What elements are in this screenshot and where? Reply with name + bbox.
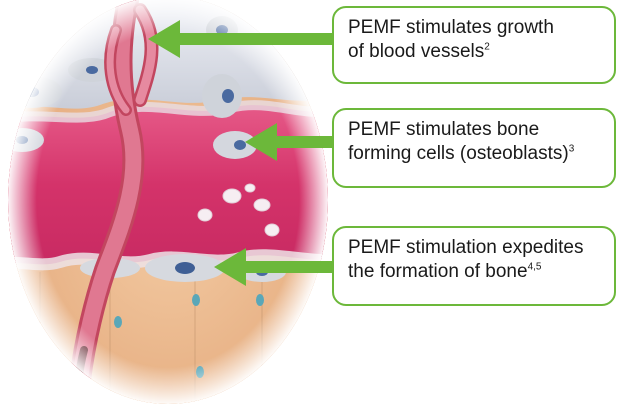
callout-2-line-2-text: forming cells (osteoblasts) (348, 143, 569, 164)
callout-3-line-1: PEMF stimulation expedites (348, 236, 602, 260)
callout-1-line-1: PEMF stimulates growth (348, 16, 602, 40)
callout-2-reference: 3 (569, 144, 575, 155)
callout-1-line-2: of blood vessels2 (348, 40, 602, 64)
tissue-oval (0, 0, 340, 404)
callout-blood-vessels: PEMF stimulates growth of blood vessels2 (332, 6, 616, 84)
callout-osteoblasts: PEMF stimulates bone forming cells (oste… (332, 108, 616, 188)
callout-bone-formation: PEMF stimulation expedites the formation… (332, 226, 616, 306)
callout-2-line-2: forming cells (osteoblasts)3 (348, 142, 602, 166)
callout-3-reference: 4,5 (528, 262, 542, 273)
callout-2-line-1: PEMF stimulates bone (348, 118, 602, 142)
callout-1-reference: 2 (484, 42, 490, 53)
callout-3-line-2: the formation of bone4,5 (348, 260, 602, 284)
callout-1-line-2-text: of blood vessels (348, 41, 484, 62)
callout-3-line-2-text: the formation of bone (348, 261, 528, 282)
